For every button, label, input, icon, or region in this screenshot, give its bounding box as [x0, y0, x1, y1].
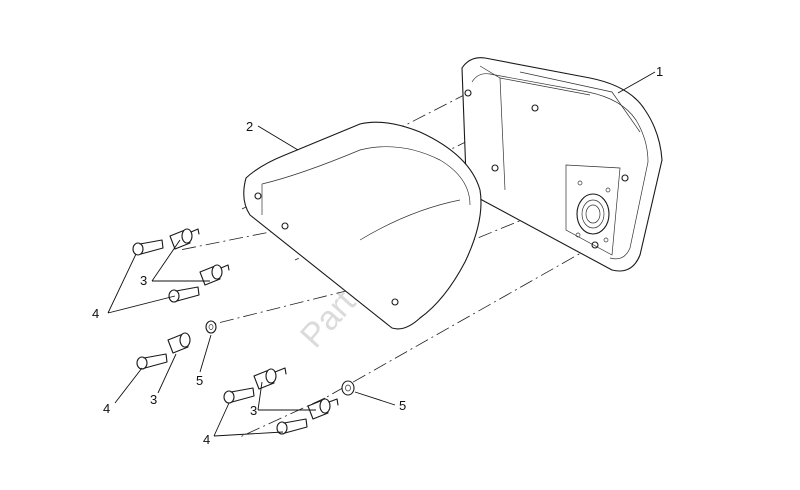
callout-5-lower: 5	[399, 398, 406, 413]
callout-2: 2	[246, 119, 253, 134]
callout-4-lower: 4	[203, 432, 210, 447]
washer-2	[341, 380, 355, 396]
fasteners	[132, 228, 355, 435]
screw-1	[132, 239, 164, 256]
callout-4-upper: 4	[92, 306, 99, 321]
screw-3	[136, 353, 168, 370]
callout-5-middle: 5	[196, 373, 203, 388]
spacer-2	[199, 264, 230, 286]
callout-labels: 1 2 3 4 4 3 5 3 4 5	[92, 64, 663, 447]
callout-3-upper: 3	[140, 273, 147, 288]
washer-1	[205, 320, 217, 334]
spacer-1	[169, 228, 200, 250]
callout-3-lower: 3	[250, 403, 257, 418]
screw-2	[168, 286, 200, 303]
leader-lines	[107, 71, 656, 437]
callout-1: 1	[656, 64, 663, 79]
screw-4	[223, 387, 255, 404]
instrument-housing	[461, 57, 663, 272]
screw-5	[276, 418, 308, 435]
rear-cover	[243, 121, 482, 330]
callout-4-middle: 4	[103, 401, 110, 416]
spacer-4	[253, 367, 287, 390]
callout-3-middle: 3	[150, 392, 157, 407]
spacer-5	[307, 398, 339, 420]
spacer-3	[167, 332, 191, 354]
